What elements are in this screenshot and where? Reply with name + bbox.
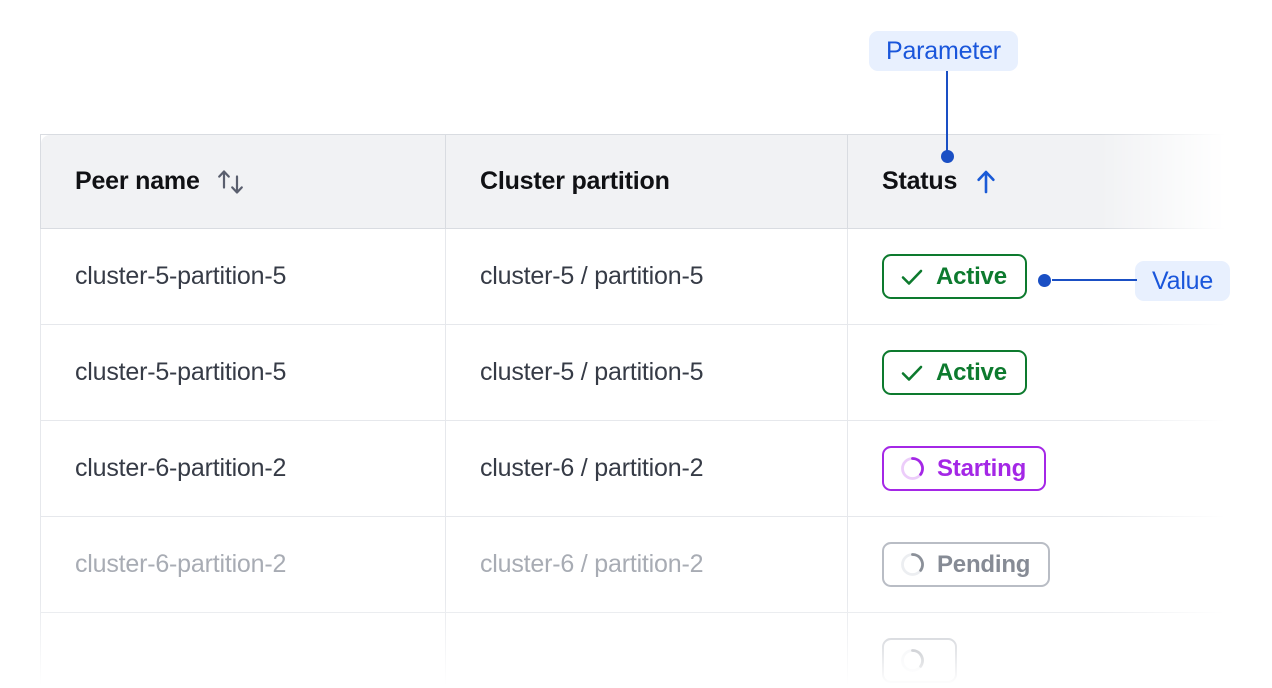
- column-header-peer-name[interactable]: Peer name: [40, 134, 446, 229]
- sort-both-icon[interactable]: [216, 166, 246, 198]
- status-badge-label: Starting: [937, 454, 1027, 482]
- cell-cluster-partition: cluster-6 / partition-2: [445, 516, 848, 613]
- table-row[interactable]: cluster-5-partition-5 cluster-5 / partit…: [40, 228, 1230, 325]
- table-header: Peer name Cluster partition: [40, 134, 1230, 229]
- column-header-status[interactable]: Status: [847, 134, 1230, 229]
- cell-status: Active: [847, 324, 1230, 421]
- column-header-status-label: Status: [882, 167, 958, 195]
- table-body: cluster-5-partition-5 cluster-5 / partit…: [40, 228, 1230, 688]
- cell-peer-name: cluster-5-partition-5: [40, 228, 446, 325]
- status-badge-pending: Pending: [882, 542, 1051, 587]
- annotation-parameter-leader-line: [946, 71, 948, 158]
- status-badge-starting: Starting: [882, 446, 1047, 491]
- annotation-parameter-dot: [941, 150, 954, 163]
- annotation-value-leader-line: [1052, 279, 1137, 281]
- cell-cluster-partition: [445, 612, 848, 688]
- cell-status: Pending: [847, 516, 1230, 613]
- table-header-row: Peer name Cluster partition: [40, 134, 1230, 229]
- column-header-peer-name-label: Peer name: [75, 167, 200, 195]
- check-icon: [899, 360, 925, 386]
- check-icon: [899, 264, 925, 290]
- spinner-icon: [899, 455, 926, 482]
- status-badge-active: Active: [882, 254, 1027, 299]
- spinner-icon: [899, 551, 926, 578]
- column-header-cluster-partition[interactable]: Cluster partition: [445, 134, 848, 229]
- peers-table: Peer name Cluster partition: [40, 134, 1230, 688]
- cell-cluster-partition: cluster-6 / partition-2: [445, 420, 848, 517]
- table-row[interactable]: cluster-6-partition-2 cluster-6 / partit…: [40, 420, 1230, 517]
- cell-peer-name: cluster-5-partition-5: [40, 324, 446, 421]
- annotation-value-label: Value: [1135, 261, 1231, 301]
- cell-status: [847, 612, 1230, 688]
- cell-cluster-partition: cluster-5 / partition-5: [445, 324, 848, 421]
- cell-peer-name: cluster-6-partition-2: [40, 516, 446, 613]
- table-row[interactable]: [40, 612, 1230, 688]
- cell-peer-name: [40, 612, 446, 688]
- status-badge-label: Pending: [937, 550, 1031, 578]
- peers-table-container: Peer name Cluster partition: [40, 134, 1230, 688]
- annotation-value-dot: [1038, 274, 1051, 287]
- column-header-cluster-partition-label: Cluster partition: [480, 167, 670, 195]
- annotation-parameter-label: Parameter: [869, 31, 1018, 71]
- cell-peer-name: cluster-6-partition-2: [40, 420, 446, 517]
- cell-status: Starting: [847, 420, 1230, 517]
- cell-cluster-partition: cluster-5 / partition-5: [445, 228, 848, 325]
- status-badge-active: Active: [882, 350, 1027, 395]
- table-row[interactable]: cluster-6-partition-2 cluster-6 / partit…: [40, 516, 1230, 613]
- sort-up-icon[interactable]: [973, 167, 999, 197]
- table-row[interactable]: cluster-5-partition-5 cluster-5 / partit…: [40, 324, 1230, 421]
- status-badge-pending: [882, 638, 957, 683]
- status-badge-label: Active: [936, 358, 1007, 386]
- spinner-icon: [899, 647, 926, 674]
- status-badge-label: Active: [936, 262, 1007, 290]
